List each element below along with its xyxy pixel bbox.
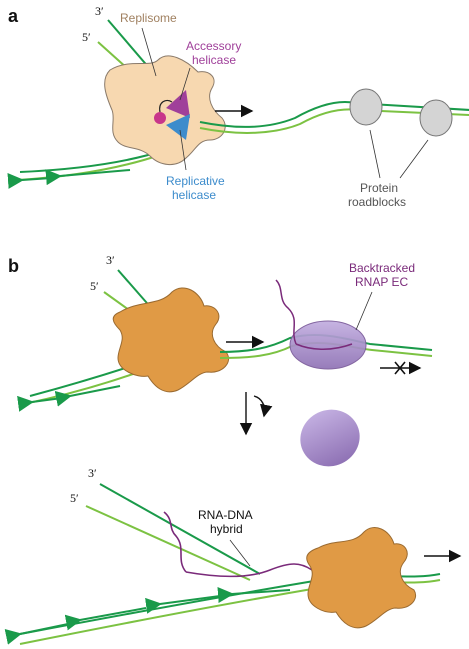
leading-strand-light [199,108,469,134]
strand-5prime-bottom-label: 5′ [70,491,79,505]
linker-arc [159,99,173,113]
roadblock-leader-1 [369,129,381,179]
accessory-helicase-icon [166,90,190,118]
leading-strand-dark [199,101,469,128]
strand-5prime-label: 5′ [82,30,91,44]
roadblock-2-icon [419,99,453,137]
b-okazaki-2 [17,395,63,412]
panel-b-label: b [8,256,19,276]
replicative-helicase-label-2: helicase [172,188,216,202]
backtracked-label-2: RNAP EC [355,275,408,289]
replisome-leader [141,27,157,77]
replicative-helicase-icon [166,114,190,140]
backtracked-leader [355,291,373,331]
okazaki-fragment-1 [45,169,131,186]
blocked-x-icon [394,361,406,375]
panel-a: a 3′ 5′ Replisome Accessory helicase Rep… [7,4,469,209]
panel-a-label: a [8,6,19,26]
accessory-helicase-label-2: helicase [192,53,236,67]
strand-3prime-top-label: 3′ [106,253,115,267]
strand-5prime-top-label: 5′ [90,279,99,293]
replisome-b-top-shape [112,287,230,393]
replisome-label: Replisome [120,11,177,25]
release-arrow [253,395,273,418]
b2-okazaki-4 [4,623,69,645]
hybrid-rna-tail [163,511,187,573]
released-rnap-icon [300,409,360,467]
backtracked-rna [275,279,297,345]
b2-okazaki-3 [64,607,147,631]
b2-parental-dark [99,483,261,575]
helicase-linker-icon [154,112,166,124]
lagging-strand [17,154,161,181]
rnap-ec-icon [289,320,367,370]
b2-okazaki-2 [145,595,221,614]
b-okazaki-1 [54,385,121,407]
roadblocks-label-2: roadblocks [348,195,406,209]
replisome-shape [104,55,226,165]
b2-okazaki-1 [217,586,291,603]
rna-dna-hybrid [185,563,313,578]
backtracked-label-1: Backtracked [349,261,415,275]
replicative-leader [179,129,187,171]
roadblock-1-icon [349,88,383,126]
replicative-helicase-label-1: Replicative [166,174,225,188]
b2-lagging-strand [19,587,319,645]
okazaki-fragment-2 [7,172,53,189]
replisome-b-bottom-shape [306,527,416,629]
hybrid-label-1: RNA-DNA [198,508,253,522]
panel-b: b 3′ 5′ Backtracked RNAP EC 3′ 5′ [4,253,462,645]
accessory-leader [179,67,191,101]
roadblock-leader-2 [399,139,429,179]
accessory-helicase-label-1: Accessory [186,39,241,53]
strand-3prime-label: 3′ [95,4,104,18]
b2-parental-light [85,505,251,581]
strand-3prime-bottom-label: 3′ [88,466,97,480]
b2-lagging-template [19,579,321,635]
rna-in-rnap [295,343,353,350]
hybrid-label-2: hybrid [210,522,243,536]
roadblocks-label-1: Protein [360,181,398,195]
hybrid-leader [229,539,251,567]
